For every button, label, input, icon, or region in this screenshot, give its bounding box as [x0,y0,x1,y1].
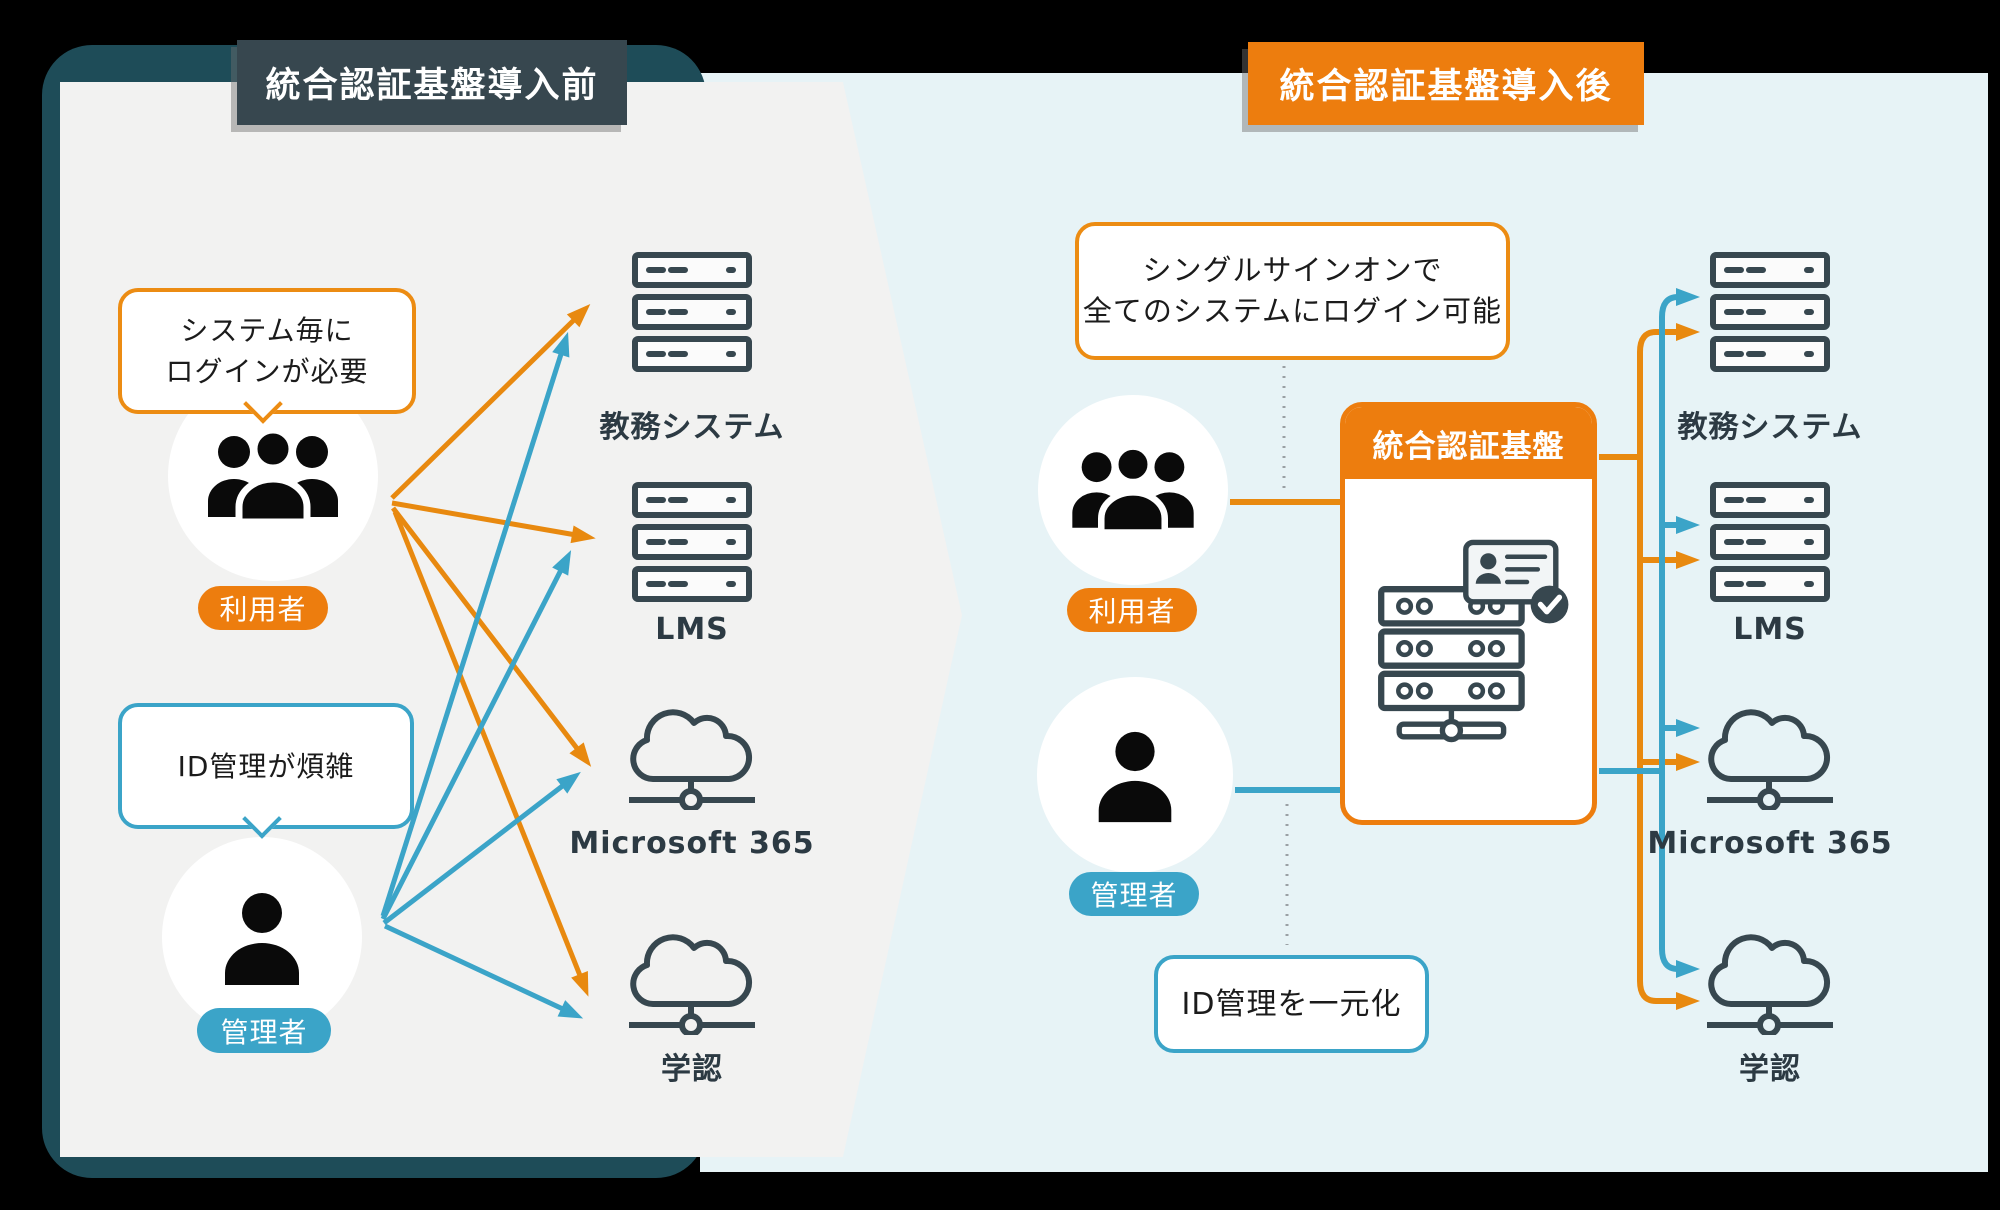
server-icon [632,482,752,602]
users-label: 利用者 [1088,595,1176,628]
after-users-node [1038,395,1228,585]
system-label: 学認 [661,1052,723,1087]
users-label: 利用者 [219,593,307,626]
before-title: 統合認証基盤導入前 [265,66,599,106]
after-admin-node [1037,677,1233,873]
users-group-icon [198,419,348,534]
server-icon [1710,482,1830,602]
bubble-line: システム毎に [180,314,354,347]
before-users-pill: 利用者 [198,586,328,630]
before-users-arrows [390,304,596,997]
server-icon [1710,252,1830,372]
bubble-line: 全てのシステムにログイン可能 [1082,294,1503,328]
before-title-badge: 統合認証基盤導入前 [237,40,627,125]
server-icon [632,252,752,372]
auth-server-icon [1365,537,1572,762]
system-label: 学認 [1739,1052,1801,1087]
system-label: LMS [1733,612,1807,647]
before-admin-arrows [380,331,584,1019]
bubble-line: シングルサインオンで [1142,253,1443,287]
bubble-line: ID管理を一元化 [1181,986,1402,1022]
after-blue-trunk [1599,288,1700,978]
after-id-bubble: ID管理を一元化 [1154,955,1429,1053]
before-admin-pill: 管理者 [197,1008,331,1053]
after-title-badge: 統合認証基盤導入後 [1248,42,1644,125]
system-label: Microsoft 365 [569,826,815,861]
admin-person-icon [225,892,299,985]
auth-platform-header: 統合認証基盤 [1345,407,1592,479]
system-label: 教務システム [599,410,785,445]
after-users-pill: 利用者 [1067,588,1197,632]
cloud-icon [1695,920,1845,1035]
cloud-icon [617,920,767,1035]
system-label: Microsoft 365 [1647,826,1893,861]
admin-person-icon [1098,731,1172,822]
auth-platform-body [1345,479,1592,820]
cloud-icon [1695,695,1845,810]
after-sso-bubble: シングルサインオンで 全てのシステムにログイン可能 [1075,222,1510,360]
cloud-icon [617,695,767,810]
auth-platform-label: 統合認証基盤 [1372,428,1565,465]
system-label: LMS [655,612,729,647]
system-label: 教務システム [1677,410,1863,445]
after-admin-pill: 管理者 [1069,872,1199,916]
admin-label: 管理者 [1090,879,1178,912]
auth-platform-box: 統合認証基盤 [1340,402,1597,825]
dotted-links [1282,366,1289,945]
after-title: 統合認証基盤導入後 [1279,67,1613,107]
bubble-line: ID管理が煩雑 [177,749,355,783]
bubble-line: ログインが必要 [165,355,369,388]
before-admin-node [162,837,362,1037]
after-orange-trunk [1599,323,1700,1010]
admin-label: 管理者 [220,1015,308,1049]
users-group-icon [1063,436,1203,544]
